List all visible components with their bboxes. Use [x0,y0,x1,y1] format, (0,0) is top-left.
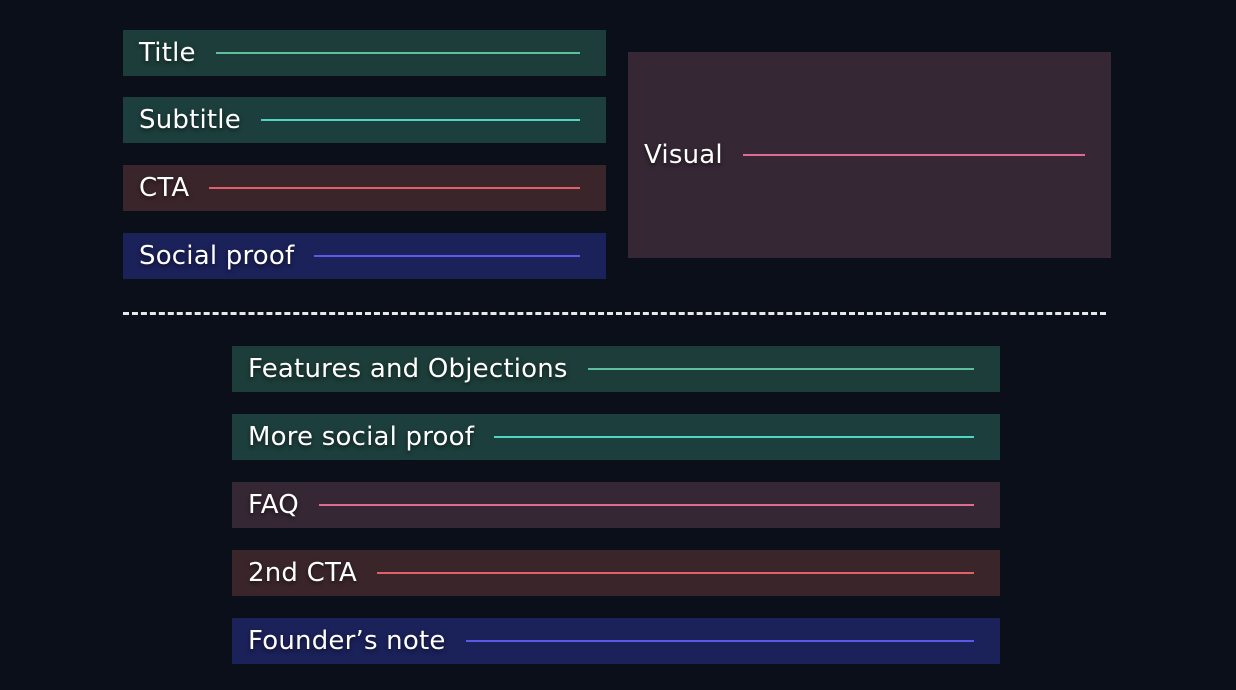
social-proof-block: Social proof [123,233,606,279]
second-cta-block: 2nd CTA [232,550,1000,596]
cta-connector-line [209,187,580,189]
visual-block: Visual [628,52,1111,258]
features-objections-label: Features and Objections [248,354,568,384]
social-proof-label: Social proof [139,241,295,271]
more-social-proof-connector-line [494,436,974,438]
founders-note-label: Founder’s note [248,626,446,656]
faq-block: FAQ [232,482,1000,528]
social-proof-connector-line [314,255,580,257]
more-social-proof-block: More social proof [232,414,1000,460]
second-cta-connector-line [377,572,974,574]
features-objections-connector-line [587,368,974,370]
founders-note-connector-line [465,640,974,642]
second-cta-label: 2nd CTA [248,558,357,588]
cta-block: CTA [123,165,606,211]
title-connector-line [215,52,580,54]
features-objections-block: Features and Objections [232,346,1000,392]
visual-label: Visual [644,140,723,170]
title-block: Title [123,30,606,76]
subtitle-block: Subtitle [123,97,606,143]
subtitle-connector-line [260,119,580,121]
more-social-proof-label: More social proof [248,422,475,452]
cta-label: CTA [139,173,190,203]
faq-connector-line [318,504,974,506]
subtitle-label: Subtitle [139,105,241,135]
visual-connector-line [742,154,1085,156]
founders-note-block: Founder’s note [232,618,1000,664]
fold-divider [123,312,1106,315]
faq-label: FAQ [248,490,299,520]
title-label: Title [139,38,196,68]
